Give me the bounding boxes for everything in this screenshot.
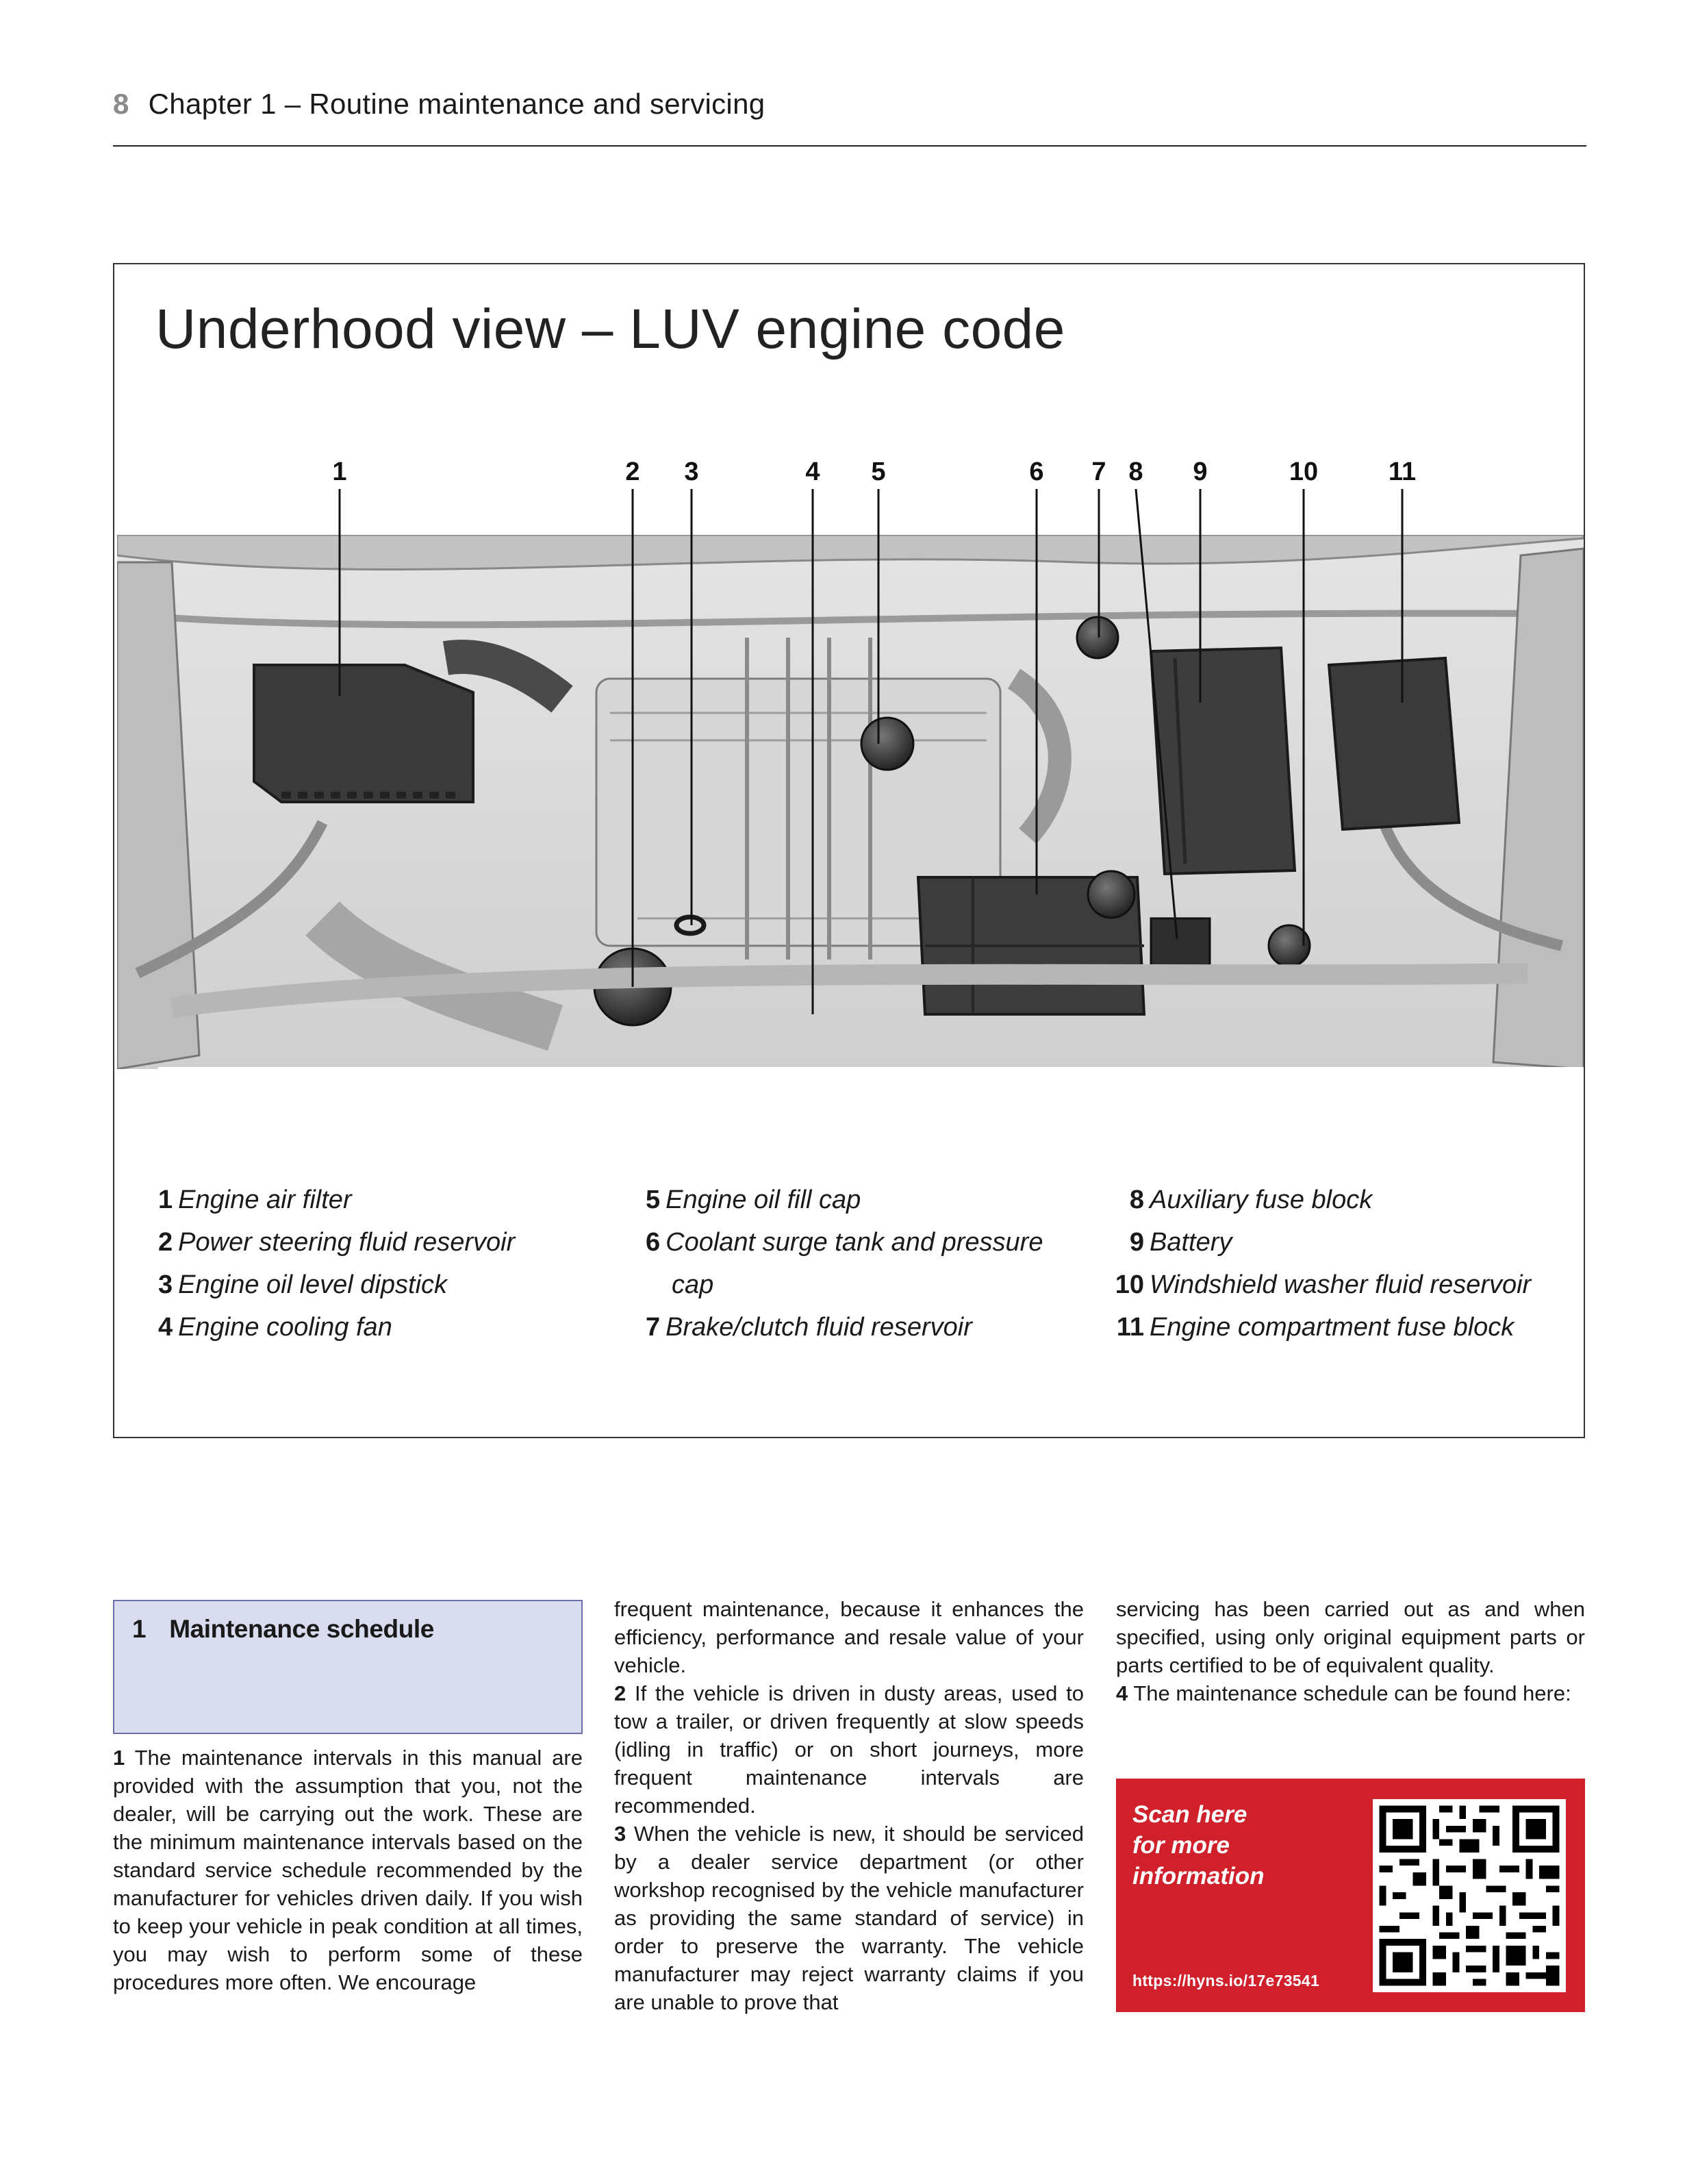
paragraph-3-continued: servicing has been carried out as and wh…: [1116, 1597, 1585, 1677]
paragraph-1-continued: frequent maintenance, because it enhance…: [614, 1597, 1084, 1677]
legend-num: 10: [1115, 1270, 1144, 1299]
qr-code-icon[interactable]: [1373, 1799, 1566, 1992]
callout-4: 4: [805, 457, 820, 486]
legend-label: Engine compartment fuse block: [1150, 1313, 1515, 1342]
body-column-3: servicing has been carried out as and wh…: [1116, 1595, 1585, 1707]
callout-11: 11: [1388, 457, 1417, 486]
callout-3: 3: [684, 457, 699, 486]
callout-9: 9: [1193, 457, 1208, 486]
legend-label: Windshield washer fluid reservoir: [1150, 1270, 1532, 1299]
callout-10: 10: [1289, 457, 1319, 486]
legend-num: 4: [158, 1313, 173, 1342]
chapter-title: Chapter 1 – Routine maintenance and serv…: [148, 88, 765, 120]
body-column-2: frequent maintenance, because it enhance…: [614, 1595, 1084, 2016]
page-number: 8: [113, 88, 129, 120]
callout-6: 6: [1029, 457, 1044, 486]
qr-caption-line: information: [1132, 1863, 1265, 1890]
paragraph-2: 2 If the vehicle is driven in dusty area…: [614, 1679, 1084, 1820]
legend-num: 2: [158, 1228, 173, 1257]
paragraph-number: 1: [113, 1746, 125, 1770]
paragraph-text: If the vehicle is driven in dusty areas,…: [614, 1681, 1084, 1818]
paragraph-text: The maintenance schedule can be found he…: [1133, 1681, 1571, 1705]
qr-caption: Scan here for more information: [1132, 1799, 1338, 1892]
legend-label: Engine cooling fan: [178, 1313, 392, 1342]
legend-label: Engine oil fill cap: [666, 1185, 861, 1214]
figure-box: Underhood view – LUV engine code 1 2 3 4…: [113, 263, 1585, 1438]
section-heading-box: 1 Maintenance schedule: [113, 1600, 583, 1734]
paragraph-number: 4: [1116, 1681, 1128, 1705]
legend-num: 1: [158, 1185, 173, 1214]
legend-item-continuation: cap: [672, 1270, 714, 1299]
callout-8: 8: [1128, 457, 1143, 486]
legend-num: 7: [646, 1313, 661, 1342]
paragraph-3: 3 When the vehicle is new, it should be …: [614, 1820, 1084, 2016]
legend-num: 6: [646, 1228, 661, 1257]
callout-5: 5: [871, 457, 886, 486]
figure-title: Underhood view – LUV engine code: [155, 298, 1065, 360]
section-heading: 1 Maintenance schedule: [132, 1615, 434, 1644]
paragraph-number: 3: [614, 1822, 626, 1846]
paragraph-text: The maintenance intervals in this manual…: [113, 1746, 583, 1994]
qr-caption-line: for more: [1132, 1832, 1230, 1859]
section-number: 1: [132, 1615, 147, 1643]
legend-label: Brake/clutch fluid reservoir: [666, 1313, 972, 1342]
qr-caption-line: Scan here: [1132, 1801, 1247, 1828]
paragraph-1: 1 The maintenance intervals in this manu…: [113, 1744, 583, 1996]
qr-url[interactable]: https://hyns.io/17e73541: [1132, 1972, 1320, 1990]
legend-label: Engine air filter: [178, 1185, 352, 1214]
legend-label: Battery: [1150, 1228, 1232, 1257]
qr-panel[interactable]: Scan here for more information https://h…: [1116, 1779, 1585, 2012]
legend-label: Power steering fluid reservoir: [178, 1228, 516, 1257]
legend-num: 3: [158, 1270, 173, 1299]
running-header: 8 Chapter 1 – Routine maintenance and ser…: [113, 88, 765, 121]
callout-7: 7: [1091, 457, 1106, 486]
header-rule: [113, 145, 1586, 147]
callout-2: 2: [625, 457, 640, 486]
section-title: Maintenance schedule: [169, 1615, 434, 1643]
body-column-1: 1 The maintenance intervals in this manu…: [113, 1744, 583, 1996]
paragraph-4: 4 The maintenance schedule can be found …: [1116, 1679, 1585, 1707]
legend-label: Coolant surge tank and pressure: [666, 1228, 1043, 1257]
paragraph-number: 2: [614, 1681, 626, 1705]
legend-label: Engine oil level dipstick: [178, 1270, 448, 1299]
legend-label: Auxiliary fuse block: [1150, 1185, 1373, 1214]
legend-num: 5: [646, 1185, 661, 1214]
paragraph-text: When the vehicle is new, it should be se…: [614, 1822, 1084, 2014]
legend-num: 11: [1116, 1313, 1144, 1342]
engine-bay-illustration: [117, 535, 1584, 1069]
legend-num: 9: [1129, 1228, 1144, 1257]
legend-num: 8: [1129, 1185, 1144, 1214]
callout-1: 1: [332, 457, 347, 486]
